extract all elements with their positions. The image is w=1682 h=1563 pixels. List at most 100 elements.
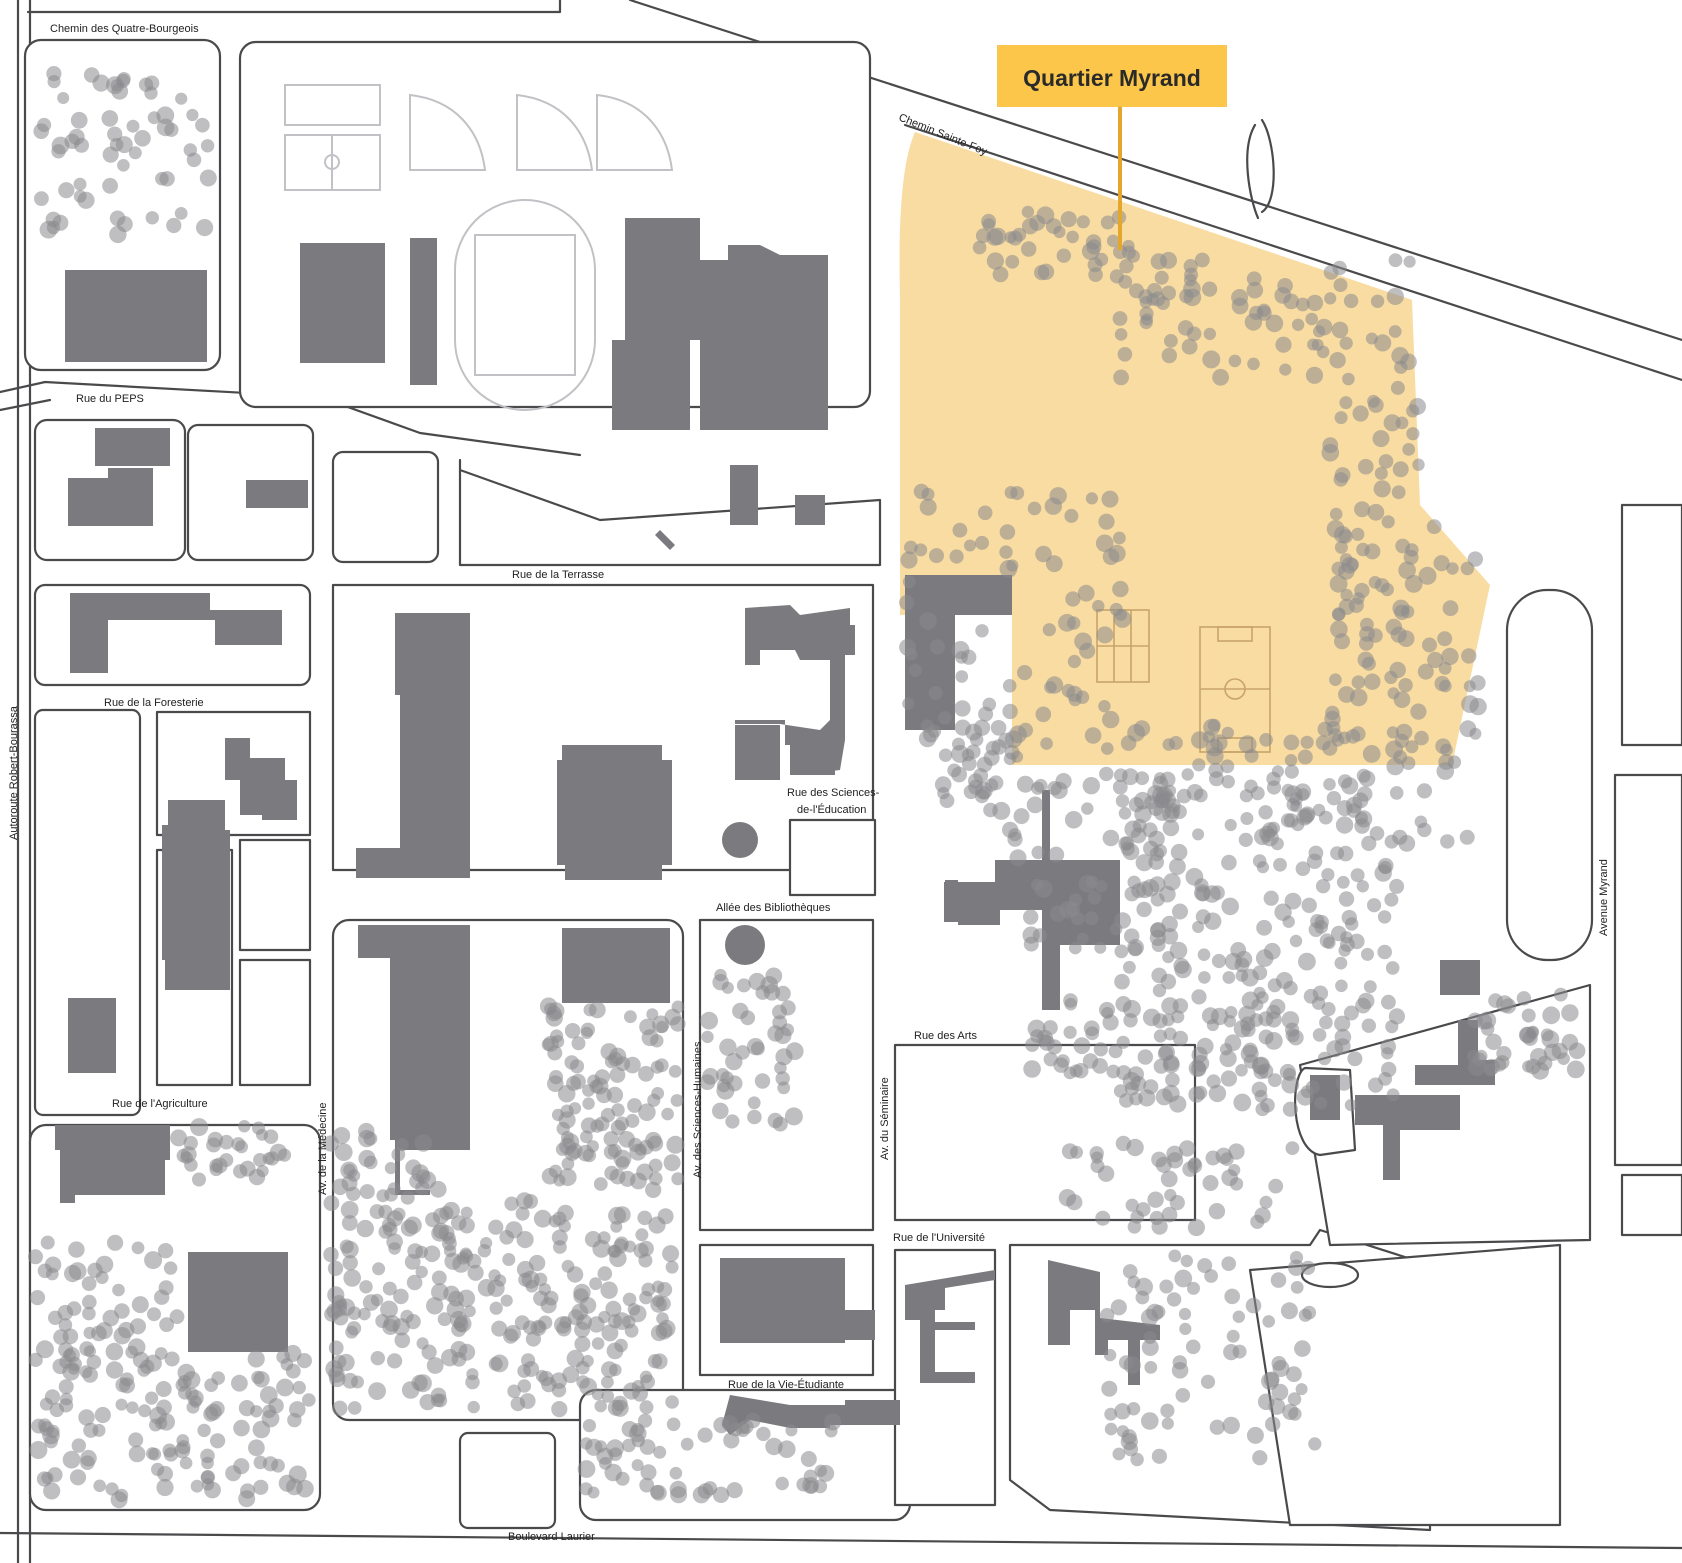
tree	[608, 1447, 623, 1461]
tree	[477, 1244, 492, 1258]
tree	[1274, 903, 1292, 921]
tree	[1095, 1210, 1111, 1226]
tree	[1266, 780, 1282, 795]
tree	[1169, 1195, 1185, 1211]
tree	[1334, 1038, 1351, 1055]
tree	[1537, 1055, 1553, 1071]
tree	[392, 1207, 406, 1221]
tree	[1188, 1059, 1206, 1077]
tree	[1170, 843, 1188, 861]
tree	[128, 1445, 146, 1463]
tree	[457, 1289, 476, 1308]
tree	[1090, 1159, 1105, 1174]
tree	[1384, 670, 1398, 685]
tree	[1553, 987, 1568, 1002]
tree	[190, 1118, 209, 1137]
tree	[332, 1400, 348, 1417]
tree	[1049, 905, 1067, 922]
tree	[664, 1008, 682, 1026]
tree	[657, 1208, 674, 1225]
tree	[1168, 1249, 1182, 1263]
tree	[174, 1442, 191, 1459]
tree	[725, 1114, 740, 1129]
tree	[1267, 821, 1281, 835]
tree	[1279, 1063, 1296, 1080]
tree	[639, 1477, 655, 1493]
tree	[1329, 673, 1342, 686]
tree	[1160, 973, 1177, 990]
tree	[177, 1363, 196, 1382]
tree	[627, 1098, 642, 1113]
tree	[1152, 1013, 1168, 1029]
tree	[1115, 794, 1130, 808]
tree	[1166, 1152, 1184, 1169]
tree	[358, 1122, 375, 1140]
tree	[1295, 861, 1311, 876]
tree	[1162, 951, 1175, 964]
tree	[262, 1456, 279, 1472]
tree	[323, 1246, 339, 1263]
tree	[564, 1023, 581, 1039]
tree	[1012, 227, 1027, 242]
tree	[1181, 768, 1194, 781]
sports-facilities	[284, 84, 674, 411]
tree	[1123, 1013, 1138, 1028]
tree	[1331, 925, 1347, 942]
tree	[94, 1406, 111, 1424]
tree	[1165, 1072, 1180, 1088]
tree	[1258, 1063, 1274, 1079]
tree	[199, 169, 217, 187]
tree	[1135, 854, 1153, 872]
tree	[1101, 1380, 1118, 1397]
tree	[712, 1486, 730, 1504]
tree	[1244, 748, 1259, 763]
tree	[1164, 334, 1178, 348]
tree	[1002, 679, 1017, 693]
tree	[426, 1297, 444, 1315]
tree	[1035, 545, 1052, 563]
tree	[1151, 1448, 1167, 1464]
tree	[1168, 736, 1183, 750]
tree	[600, 1281, 618, 1299]
tree	[1056, 1054, 1070, 1068]
tree	[126, 1401, 139, 1414]
tree	[113, 1327, 131, 1345]
tree	[109, 225, 127, 244]
tree	[1385, 961, 1400, 975]
tree	[190, 1479, 204, 1493]
tree	[342, 1255, 358, 1271]
tree	[631, 1433, 645, 1448]
tree	[747, 1109, 762, 1125]
tree	[201, 1456, 214, 1470]
tree	[670, 1486, 688, 1504]
tree	[253, 1479, 269, 1495]
tree	[369, 1204, 385, 1220]
tree	[77, 191, 95, 209]
tree	[1484, 1063, 1498, 1077]
tree	[1094, 252, 1109, 267]
tree	[1185, 1339, 1201, 1355]
tree	[1017, 665, 1033, 681]
tree	[635, 1228, 649, 1242]
tree	[1027, 501, 1042, 516]
tree	[539, 997, 558, 1015]
tree	[1441, 647, 1459, 666]
tree	[579, 1482, 593, 1496]
tree	[1285, 1141, 1300, 1155]
tree	[1064, 508, 1079, 523]
tree	[1386, 287, 1404, 305]
label-agriculture: Rue de l'Agriculture	[112, 1098, 208, 1110]
tree	[1202, 1175, 1219, 1191]
tree	[1220, 1070, 1237, 1087]
tree	[1240, 812, 1254, 825]
tree	[1159, 771, 1176, 788]
tree	[1307, 338, 1320, 351]
label-bibliotheques: Allée des Bibliothèques	[716, 902, 831, 914]
tree	[1279, 363, 1292, 376]
tree	[1285, 1028, 1300, 1043]
tree	[1086, 239, 1102, 255]
tree	[1209, 1419, 1225, 1435]
tree	[1123, 1441, 1139, 1457]
tree	[1342, 372, 1355, 386]
